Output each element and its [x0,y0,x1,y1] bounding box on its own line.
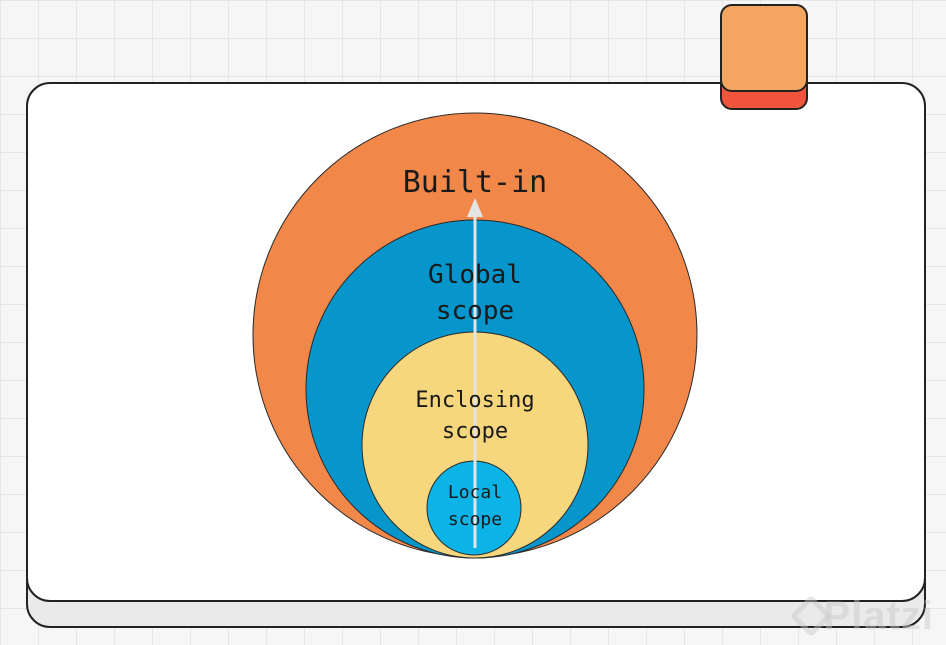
builtin-label: Built-in [403,165,548,200]
corner-tag [720,4,808,110]
scope-arrow-head [467,198,483,217]
corner-tag-top [720,4,808,92]
platzi-watermark: Platzi [823,594,934,638]
enclosing-label-line2: scope [442,419,508,444]
local-label-line2: scope [448,509,502,530]
global-label-line1: Global [428,260,522,290]
enclosing-label-line1: Enclosing [415,388,534,413]
global-label-line2: scope [436,296,514,326]
local-label-line1: Local [448,482,502,503]
